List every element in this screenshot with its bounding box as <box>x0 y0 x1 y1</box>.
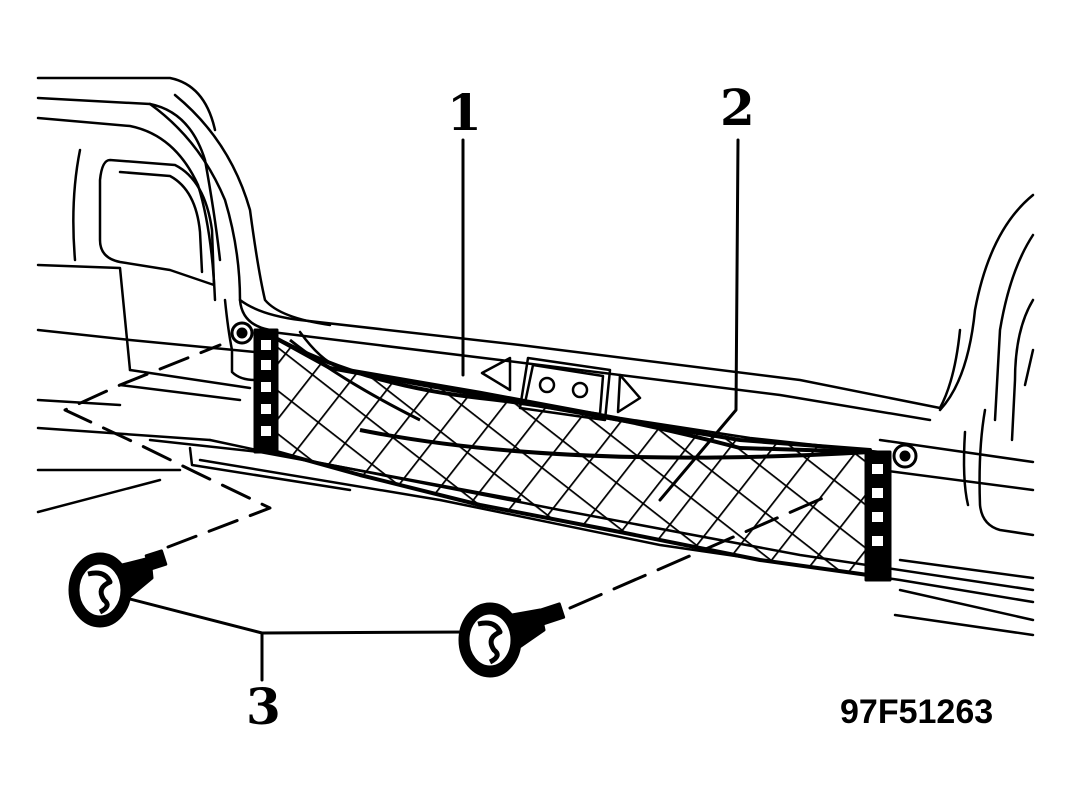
callout-1: 1 <box>447 83 482 142</box>
right-fastener-clip <box>458 602 566 678</box>
right-pillar <box>938 193 1035 537</box>
cargo-net <box>268 333 872 577</box>
left-net-bracket <box>230 321 279 454</box>
callout-2: 2 <box>720 78 755 137</box>
left-pillar <box>36 76 332 382</box>
leader-lines <box>63 138 832 682</box>
figure-id: 97F51263 <box>840 693 994 731</box>
left-fastener-clip <box>68 549 168 628</box>
right-net-bracket <box>864 443 918 582</box>
callout-3: 3 <box>246 677 281 736</box>
